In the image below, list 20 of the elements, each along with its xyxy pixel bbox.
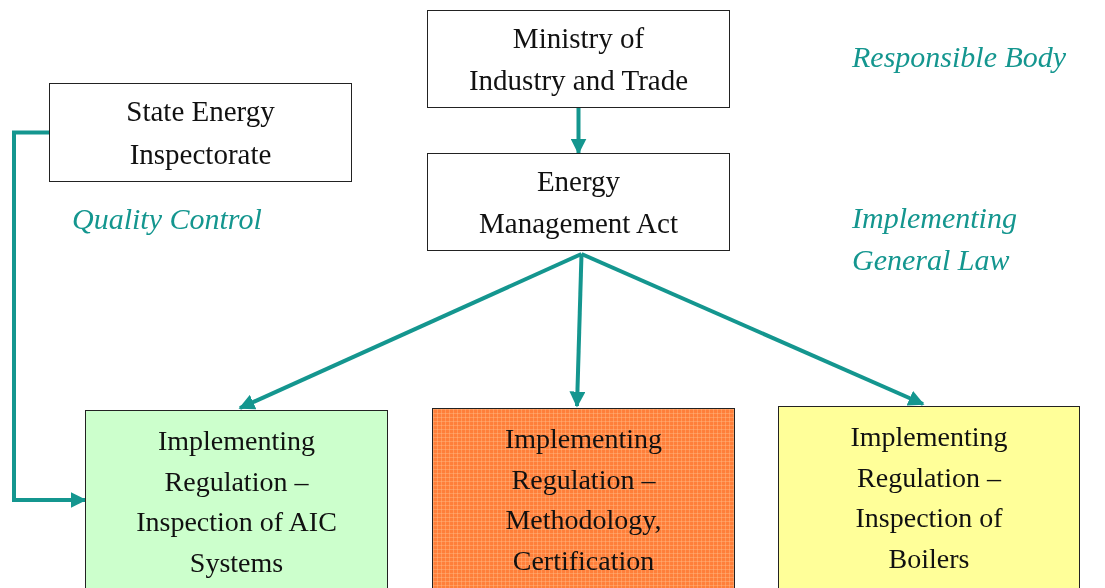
process-box: [427, 10, 730, 108]
process-box: [49, 83, 352, 182]
arrow: [580, 252, 925, 406]
process-box: [432, 408, 735, 588]
box-label: Implementing Regulation – Inspection of Boilers: [849, 420, 1009, 576]
process-box: [85, 410, 388, 588]
annotation-text: Responsible Body: [852, 39, 1067, 75]
box-label: Implementing Regulation – Methodology, Certification: [503, 422, 664, 578]
box-label: Ministry of Industry and Trade: [467, 20, 690, 98]
annotation-text: Quality Control: [72, 201, 262, 237]
box-label: Implementing Regulation – Inspection of AIC Systems: [135, 424, 338, 580]
arrow: [569, 253, 586, 408]
annotation-text: Implementing General Law: [852, 200, 1018, 278]
box-label: State Energy Inspectorate: [125, 94, 276, 172]
box-label: Energy Management Act: [478, 163, 679, 241]
arrow: [238, 252, 583, 410]
arrow: [570, 108, 587, 155]
process-box: [778, 406, 1080, 588]
arrow: [12, 130, 87, 508]
process-box: [427, 153, 730, 251]
